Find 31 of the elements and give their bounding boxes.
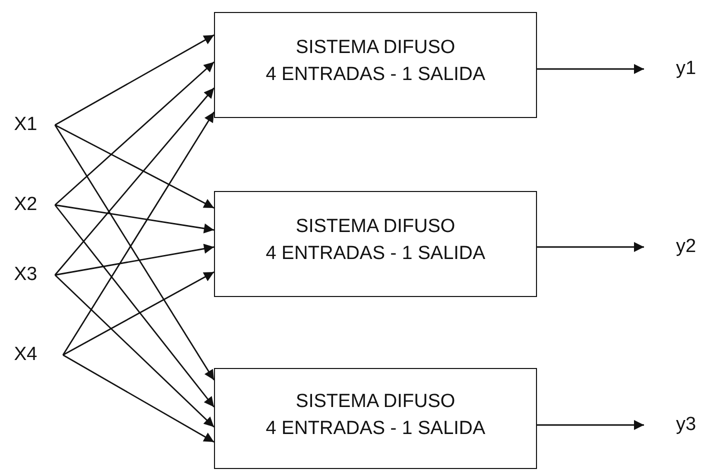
box-subtitle: 4 ENTRADAS - 1 SALIDA [266,416,486,440]
arrow [54,124,215,380]
arrow [537,420,644,430]
box-subtitle: 4 ENTRADAS - 1 SALIDA [266,242,486,266]
arrow [54,274,214,428]
arrow [54,204,215,408]
box-title: SISTEMA DIFUSO [296,215,456,239]
input-label: X2 [14,194,55,216]
process-box [214,12,537,118]
arrow [54,244,214,276]
arrow [54,204,214,234]
arrow [62,112,215,356]
box-subtitle: 4 ENTRADAS - 1 SALIDA [266,63,486,87]
process-box [214,191,537,297]
arrow [537,64,644,74]
arrow [54,88,215,276]
output-label: y3 [644,414,702,436]
arrow [54,34,214,126]
box-title: SISTEMA DIFUSO [296,390,456,414]
arrow [62,354,214,443]
box-title: SISTEMA DIFUSO [296,36,456,60]
arrow [54,124,214,209]
input-label: X3 [14,264,55,286]
arrow [537,242,644,252]
arrow [54,61,214,206]
input-label: X1 [14,114,55,136]
output-label: y1 [644,58,702,80]
arrow [62,271,214,356]
input-label: X4 [14,344,63,366]
output-label: y2 [644,236,702,258]
process-box [214,368,537,469]
